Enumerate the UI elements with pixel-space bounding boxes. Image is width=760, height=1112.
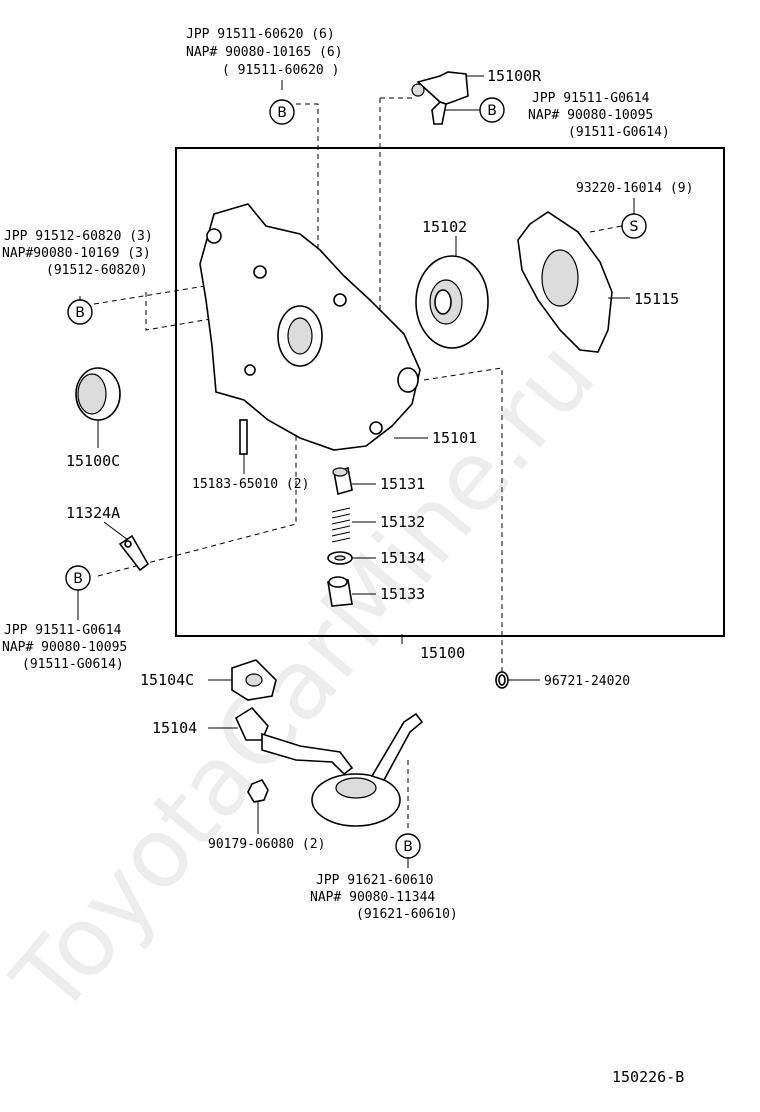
callout-screw: S	[621, 213, 647, 239]
left-bolt-dash-1	[93, 281, 231, 305]
part-label-11324A: 11324A	[66, 504, 120, 522]
bracket-11324A	[118, 534, 150, 572]
svg-text:JPP 91511-G0614: JPP 91511-G0614	[4, 623, 122, 638]
o-ring-96721	[495, 671, 509, 689]
oil-pump-body-15101	[199, 203, 421, 451]
svg-text:B: B	[487, 103, 497, 119]
svg-text:(91511-G0614): (91511-G0614)	[22, 657, 124, 672]
gasket-15104C	[231, 659, 277, 701]
part-label-93220: 93220-16014 (9)	[576, 181, 693, 196]
part-label-15102: 15102	[422, 218, 467, 236]
leader-11324A	[103, 521, 129, 541]
svg-text:( 91511-60620 ): ( 91511-60620 )	[222, 63, 339, 78]
svg-text:JPP 91511-G0614: JPP 91511-G0614	[532, 91, 650, 106]
part-label-15115: 15115	[634, 290, 679, 308]
stud-bolt-15183	[239, 419, 248, 455]
svg-text:B: B	[73, 571, 83, 587]
oil-pump-rotor-15102	[415, 255, 489, 349]
plug-15133	[327, 576, 353, 607]
top-bolt-dash	[296, 103, 319, 260]
note-right-bolt: JPP 91511-G0614 NAP# 90080-10095 (91511-…	[528, 91, 670, 140]
svg-text:JPP 91511-60620 (6): JPP 91511-60620 (6)	[186, 27, 335, 42]
note-lower-left-bolt: JPP 91511-G0614 NAP# 90080-10095 (91511-…	[2, 623, 127, 672]
svg-text:B: B	[277, 105, 287, 121]
svg-text:NAP# 90080-10165 (6): NAP# 90080-10165 (6)	[186, 45, 343, 60]
svg-text:NAP# 90080-11344: NAP# 90080-11344	[310, 890, 435, 905]
svg-text:NAP#90080-10169 (3): NAP#90080-10169 (3)	[2, 246, 151, 261]
note-bottom-bolt: JPP 91621-60610 NAP# 90080-11344 (91621-…	[310, 873, 458, 922]
svg-text:NAP# 90080-10095: NAP# 90080-10095	[2, 640, 127, 655]
part-label-96721: 96721-24020	[544, 674, 630, 689]
part-label-15104C: 15104C	[140, 671, 194, 689]
svg-text:(91512-60820): (91512-60820)	[46, 263, 148, 278]
part-label-15100C: 15100C	[66, 452, 120, 470]
svg-text:S: S	[630, 219, 639, 235]
part-label-15134: 15134	[380, 549, 425, 567]
assembly-frame	[175, 147, 725, 637]
left-bolt-dash-2	[145, 292, 229, 331]
callout-bolt-bottom: B	[395, 833, 421, 859]
part-label-15131: 15131	[380, 475, 425, 493]
note-left-bolt: JPP 91512-60820 (3) NAP#90080-10169 (3) …	[2, 229, 153, 278]
svg-text:(91511-G0614): (91511-G0614)	[568, 125, 670, 140]
callout-bolt-top: B	[269, 99, 295, 125]
part-label-15104: 15104	[152, 719, 197, 737]
note-top-bolt: JPP 91511-60620 (6) NAP# 90080-10165 (6)…	[186, 27, 343, 78]
part-label-15133: 15133	[380, 585, 425, 603]
oil-strainer-15104	[234, 706, 424, 827]
svg-text:B: B	[75, 305, 85, 321]
lower-bolt-dash	[97, 410, 297, 577]
part-label-15132: 15132	[380, 513, 425, 531]
svg-text:(91621-60610): (91621-60610)	[356, 907, 458, 922]
screw-dash	[589, 225, 623, 233]
part-label-15183: 15183-65010 (2)	[192, 477, 309, 492]
relief-valve-15131	[332, 466, 353, 496]
spring-15132	[331, 507, 351, 543]
oil-pump-cover-15115	[517, 211, 613, 353]
callout-bolt-left: B	[67, 299, 93, 325]
callout-bolt-right: B	[479, 97, 505, 123]
callout-bolt-lower-left: B	[65, 565, 91, 591]
washer-15134	[327, 551, 353, 565]
figure-code: 150226-B	[612, 1068, 684, 1086]
svg-text:JPP 91621-60610: JPP 91621-60610	[316, 873, 433, 888]
right-dash	[423, 367, 503, 672]
cam-position-sensor-15100R	[411, 71, 469, 125]
svg-text:B: B	[403, 839, 413, 855]
oil-seal-15100C	[75, 367, 121, 421]
svg-text:NAP# 90080-10095: NAP# 90080-10095	[528, 108, 653, 123]
part-label-15101: 15101	[432, 429, 477, 447]
nut-90179	[247, 779, 269, 803]
svg-text:JPP 91512-60820 (3): JPP 91512-60820 (3)	[4, 229, 153, 244]
part-label-15100R: 15100R	[487, 67, 542, 85]
part-label-90179: 90179-06080 (2)	[208, 837, 325, 852]
part-label-15100: 15100	[420, 644, 465, 662]
